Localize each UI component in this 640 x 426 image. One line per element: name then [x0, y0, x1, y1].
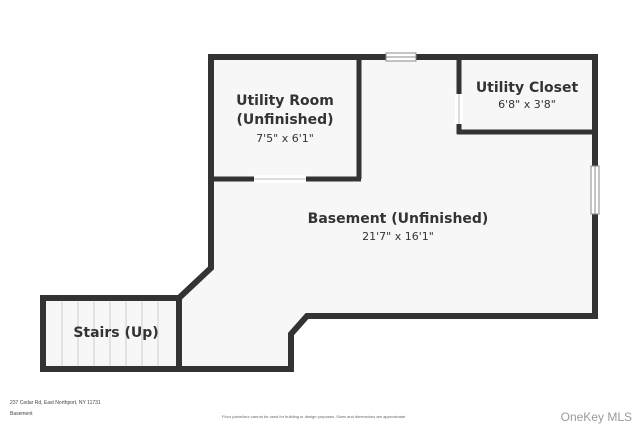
mls-watermark: OneKey MLS — [560, 410, 632, 424]
utility-room-dimensions: 7'5" x 6'1" — [256, 132, 314, 145]
top-window — [385, 52, 417, 62]
stairs-name: Stairs (Up) — [73, 325, 158, 341]
basement-name: Basement (Unfinished) — [308, 211, 489, 227]
floor-level: Basement — [10, 411, 33, 417]
stairs-floor — [43, 298, 179, 369]
property-address: 237 Cedar Rd, East Northport, NY 11731 — [10, 400, 101, 406]
exterior-walls — [40, 54, 598, 372]
stair-treads — [61, 302, 159, 366]
right-window — [590, 165, 600, 215]
utility-room-name-1: Utility Room — [236, 93, 334, 109]
basement-floor — [179, 57, 595, 369]
utility-closet-dimensions: 6'8" x 3'8" — [498, 98, 556, 111]
disclaimer-text: Floor plans/tour cannot be used for buil… — [222, 414, 407, 419]
basement-dimensions: 21'7" x 16'1" — [362, 230, 434, 243]
utility-room-name-2: (Unfinished) — [236, 112, 333, 128]
utility-closet-name: Utility Closet — [476, 80, 579, 96]
